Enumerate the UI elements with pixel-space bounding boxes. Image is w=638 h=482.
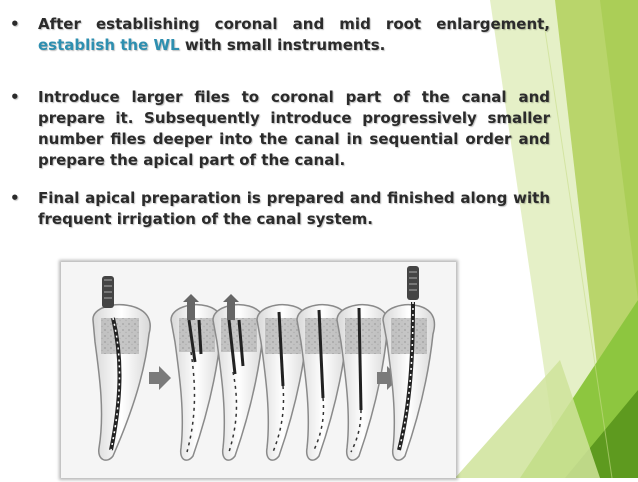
bullet-list: • After establishing coronal and mid roo… [10, 14, 550, 230]
tooth-step-2 [170, 294, 224, 461]
bullet-marker: • [10, 88, 20, 106]
file-handle-icon [407, 266, 419, 300]
up-arrow-icon [183, 294, 199, 302]
bullet-text: After establishing coronal and mid root … [38, 15, 550, 33]
bullet-item-final-preparation: • Final apical preparation is prepared a… [10, 188, 550, 230]
tooth-step-5 [296, 304, 350, 461]
bullet-marker: • [10, 189, 20, 207]
root-canal-diagram [92, 266, 436, 461]
tooth-step-3 [212, 294, 266, 461]
bullet-text: Introduce larger files to coronal part o… [38, 88, 550, 169]
tooth-step-1 [92, 276, 151, 461]
tooth-step-6 [336, 304, 390, 461]
bullet-text: with small instruments. [179, 36, 386, 54]
arrow-right-icon [377, 366, 399, 390]
bullet-text: Final apical preparation is prepared and… [38, 189, 550, 228]
bullet-item-larger-files: • Introduce larger files to coronal part… [10, 87, 550, 171]
bullet-item-working-length: • After establishing coronal and mid roo… [10, 14, 550, 56]
tooth-step-7 [382, 266, 436, 461]
highlight-text: establish the WL [38, 36, 180, 54]
arrow-right-icon [149, 366, 171, 390]
tooth-step-4 [256, 304, 310, 461]
root-canal-procedure-illustration [61, 262, 456, 478]
bullet-marker: • [10, 15, 20, 33]
up-arrow-icon [223, 294, 239, 302]
